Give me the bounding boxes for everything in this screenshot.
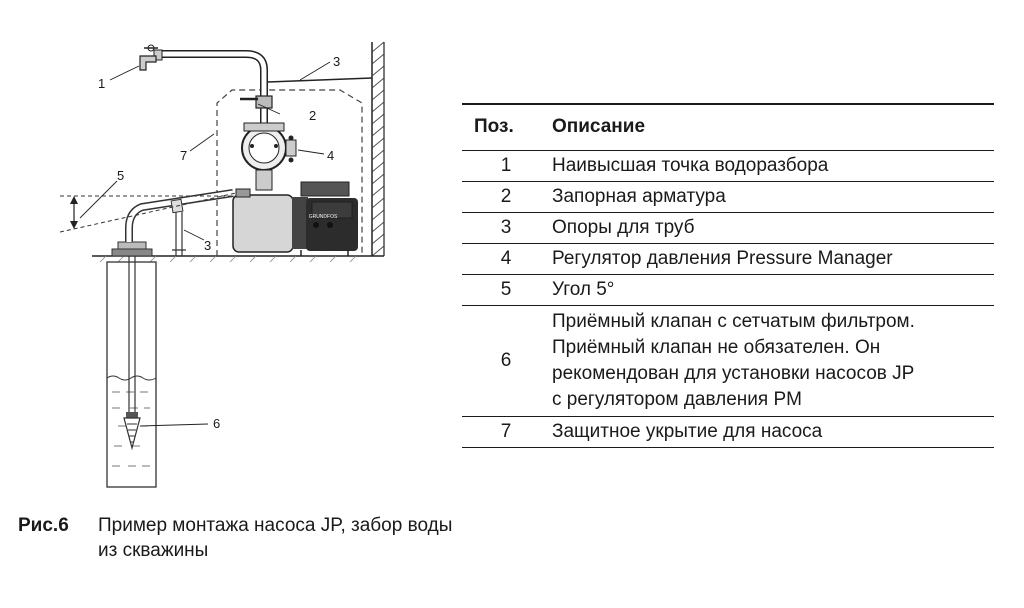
- well-head: [111, 241, 153, 257]
- ground: [92, 255, 384, 263]
- callout-7: 7: [180, 148, 187, 163]
- pipe-support-upper: [267, 77, 373, 83]
- callout-4: 4: [327, 148, 334, 163]
- borehole: [106, 252, 157, 488]
- angle-indicator: [59, 192, 237, 233]
- table-row: 6 Приёмный клапан с сетчатым фильтром. П…: [462, 305, 994, 416]
- row-desc: Защитное укрытие для насоса: [552, 420, 823, 442]
- table-row: 4 Регулятор давления Pressure Manager: [462, 243, 994, 274]
- row-desc-line: Приёмный клапан с сетчатым фильтром.: [552, 310, 915, 332]
- protective-cover-outline: [216, 89, 363, 256]
- foot-valve: [123, 412, 141, 451]
- row-pos: 1: [500, 154, 512, 176]
- row-pos: 5: [500, 278, 512, 300]
- header-desc: Описание: [552, 116, 646, 138]
- row-desc: Опоры для труб: [552, 216, 695, 238]
- row-pos: 7: [500, 420, 512, 442]
- caption-label: Рис.6: [18, 515, 69, 536]
- table-row: 5 Угол 5°: [462, 274, 994, 305]
- callout-1: 1: [98, 76, 105, 91]
- row-desc-line: рекомендован для установки насосов JP: [552, 362, 915, 384]
- callout-6: 6: [213, 416, 220, 431]
- table-row: 1 Наивысшая точка водоразбора: [462, 150, 994, 181]
- table-row: 3 Опоры для труб: [462, 212, 994, 243]
- row-pos: 2: [500, 185, 512, 207]
- row-desc: Запорная арматура: [552, 185, 726, 207]
- wall: [371, 41, 385, 257]
- header-pos: Поз.: [474, 116, 514, 138]
- row-pos: 4: [500, 247, 512, 269]
- riser-pipe: [160, 50, 268, 190]
- row-desc: Приёмный клапан с сетчатым фильтром. При…: [550, 305, 994, 416]
- row-desc-line: Приёмный клапан не обязателен. Он: [552, 336, 881, 358]
- callout-5: 5: [117, 168, 124, 183]
- table-row: 7 Защитное укрытие для насоса: [462, 416, 994, 447]
- callout-3-lower: 3: [204, 238, 211, 253]
- tap: [139, 44, 163, 71]
- legend-table: Поз. Описание 1 Наивысшая точка водоразб…: [462, 103, 994, 448]
- pipe-support-lower: [172, 212, 186, 256]
- table-row: 2 Запорная арматура: [462, 181, 994, 212]
- caption-text: Пример монтажа насоса JP, забор воды из …: [98, 515, 453, 561]
- pump: GRUNDFOS: [232, 181, 358, 256]
- row-pos: 6: [500, 349, 512, 371]
- row-desc: Наивысшая точка водоразбора: [552, 154, 829, 176]
- callout-3-upper: 3: [333, 54, 340, 69]
- leader-lines: [79, 61, 331, 427]
- table-header-row: Поз. Описание: [462, 104, 994, 150]
- row-desc: Регулятор давления Pressure Manager: [552, 247, 893, 269]
- pressure-manager: [241, 122, 297, 191]
- row-desc-line: с регулятором давления PM: [552, 388, 802, 410]
- callout-2: 2: [309, 108, 316, 123]
- installation-diagram: GRUNDFOS: [59, 41, 385, 488]
- row-desc: Угол 5°: [552, 278, 615, 300]
- row-pos: 3: [500, 216, 512, 238]
- pump-brand-text: GRUNDFOS: [309, 214, 338, 220]
- shut-off-valve: [240, 95, 273, 109]
